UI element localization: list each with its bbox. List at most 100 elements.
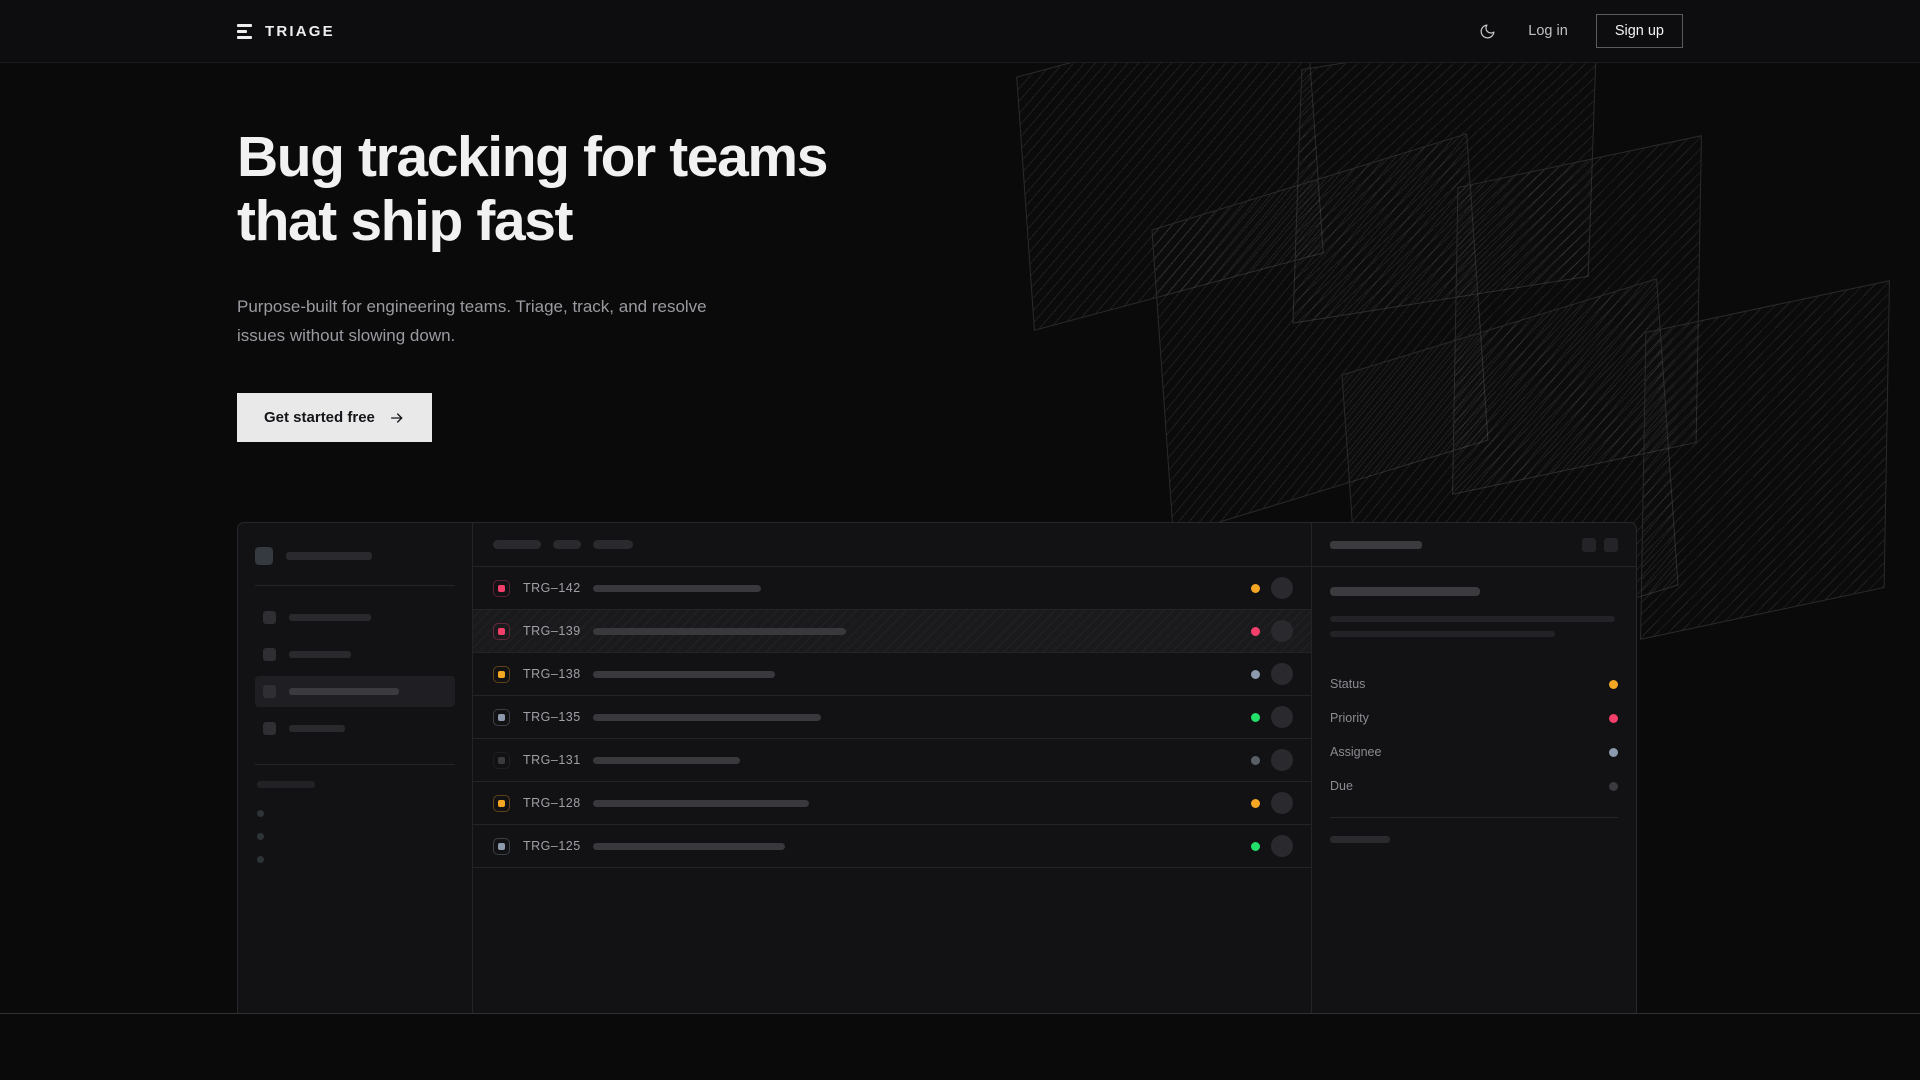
detail-property-row[interactable]: Status bbox=[1330, 667, 1618, 701]
property-label: Assignee bbox=[1330, 745, 1382, 759]
issue-row-meta bbox=[1251, 620, 1293, 642]
sidebar-item-1[interactable] bbox=[255, 639, 455, 670]
issue-id: TRG–142 bbox=[523, 581, 581, 595]
issue-row[interactable]: TRG–128 bbox=[473, 782, 1311, 825]
issue-type-badge bbox=[493, 837, 510, 855]
status-dot bbox=[1251, 712, 1260, 722]
workspace-switcher[interactable] bbox=[255, 543, 455, 565]
issue-id: TRG–138 bbox=[523, 667, 581, 681]
detail-description bbox=[1330, 616, 1618, 637]
detail-action-button[interactable] bbox=[1582, 537, 1596, 552]
sidebar-item-label bbox=[289, 688, 399, 695]
list-empty-space bbox=[473, 868, 1311, 1014]
sidebar-divider-2 bbox=[255, 764, 455, 765]
issue-title-placeholder bbox=[593, 799, 809, 807]
sidebar-item-label bbox=[289, 651, 351, 658]
status-dot bbox=[1251, 669, 1260, 679]
property-value-dot bbox=[1609, 713, 1618, 723]
issue-row[interactable]: TRG–131 bbox=[473, 739, 1311, 782]
sidebar-mini-dot bbox=[257, 856, 264, 863]
issue-type-badge bbox=[493, 579, 510, 597]
triage-logo-icon bbox=[237, 23, 252, 39]
issue-row-meta bbox=[1251, 792, 1293, 814]
brand-name: TRIAGE bbox=[265, 22, 335, 40]
toolbar-filter-chip[interactable] bbox=[553, 540, 581, 549]
hero-subtitle: Purpose-built for engineering teams. Tri… bbox=[237, 296, 707, 346]
detail-action-button[interactable] bbox=[1604, 537, 1618, 552]
issue-title-placeholder bbox=[593, 627, 846, 635]
top-navigation: TRIAGE Log in Sign up bbox=[0, 0, 1920, 63]
property-value bbox=[1609, 713, 1618, 723]
detail-property-row[interactable]: Due bbox=[1330, 769, 1618, 803]
sidebar-item-3[interactable] bbox=[255, 713, 455, 744]
issue-type-badge bbox=[493, 665, 510, 683]
property-value bbox=[1609, 747, 1618, 757]
property-value-dot bbox=[1609, 781, 1618, 791]
sidebar-item-label bbox=[289, 614, 371, 621]
activity-section-label bbox=[1330, 836, 1390, 843]
issue-row[interactable]: TRG–139 bbox=[473, 610, 1311, 653]
issue-row[interactable]: TRG–135 bbox=[473, 696, 1311, 739]
issue-row-meta bbox=[1251, 706, 1293, 728]
nav-actions: Log in Sign up bbox=[1474, 14, 1683, 48]
issue-title-placeholder bbox=[593, 842, 785, 850]
issue-title-placeholder bbox=[593, 670, 775, 678]
detail-property-row[interactable]: Assignee bbox=[1330, 735, 1618, 769]
sidebar-divider bbox=[255, 585, 455, 586]
sidebar-item-2[interactable] bbox=[255, 676, 455, 707]
issue-id: TRG–139 bbox=[523, 624, 581, 638]
toolbar-filter-chip[interactable] bbox=[593, 540, 633, 549]
issue-id: TRG–128 bbox=[523, 796, 581, 810]
sidebar-item-icon bbox=[263, 611, 276, 624]
sidebar-item-icon bbox=[263, 722, 276, 735]
issue-type-badge bbox=[493, 622, 510, 640]
property-label: Priority bbox=[1330, 711, 1369, 725]
sidebar-mini-item[interactable] bbox=[255, 848, 455, 871]
issue-row[interactable]: TRG–125 bbox=[473, 825, 1311, 868]
headline-line-2: that ship fast bbox=[237, 189, 573, 254]
detail-header-actions bbox=[1582, 537, 1618, 552]
signup-button[interactable]: Sign up bbox=[1595, 14, 1683, 48]
sidebar-section-label bbox=[257, 781, 315, 788]
issue-row-meta bbox=[1251, 663, 1293, 685]
issue-type-badge bbox=[493, 708, 510, 726]
property-value-dot bbox=[1609, 679, 1618, 689]
sidebar-mini-item[interactable] bbox=[255, 802, 455, 825]
assignee-avatar bbox=[1271, 577, 1293, 599]
issue-type-badge bbox=[493, 751, 510, 769]
section-divider bbox=[0, 1013, 1920, 1014]
property-value bbox=[1609, 679, 1618, 689]
sidebar-mini-item[interactable] bbox=[255, 825, 455, 848]
property-value-dot bbox=[1609, 747, 1618, 757]
detail-divider bbox=[1330, 817, 1618, 818]
login-link[interactable]: Log in bbox=[1528, 23, 1568, 39]
property-label: Due bbox=[1330, 779, 1353, 793]
assignee-avatar bbox=[1271, 835, 1293, 857]
hero-section: Bug tracking for teams that ship fast Pu… bbox=[0, 63, 1920, 443]
detail-property-row[interactable]: Priority bbox=[1330, 701, 1618, 735]
assignee-avatar bbox=[1271, 706, 1293, 728]
issue-row[interactable]: TRG–142 bbox=[473, 567, 1311, 610]
issue-row-meta bbox=[1251, 577, 1293, 599]
issue-row-meta bbox=[1251, 835, 1293, 857]
moon-icon[interactable] bbox=[1474, 18, 1500, 44]
issue-id: TRG–135 bbox=[523, 710, 581, 724]
sidebar-item-icon bbox=[263, 648, 276, 661]
sidebar-item-0[interactable] bbox=[255, 602, 455, 633]
below-fold-area bbox=[0, 1014, 1920, 1080]
brand-logo[interactable]: TRIAGE bbox=[237, 23, 335, 40]
status-dot bbox=[1251, 626, 1260, 636]
toolbar-filter-chip[interactable] bbox=[493, 540, 541, 549]
issue-row[interactable]: TRG–138 bbox=[473, 653, 1311, 696]
property-value bbox=[1609, 781, 1618, 791]
sidebar-item-icon bbox=[263, 685, 276, 698]
status-dot bbox=[1251, 798, 1260, 808]
sidebar-mini-dot bbox=[257, 833, 264, 840]
get-started-button[interactable]: Get started free bbox=[237, 393, 432, 443]
